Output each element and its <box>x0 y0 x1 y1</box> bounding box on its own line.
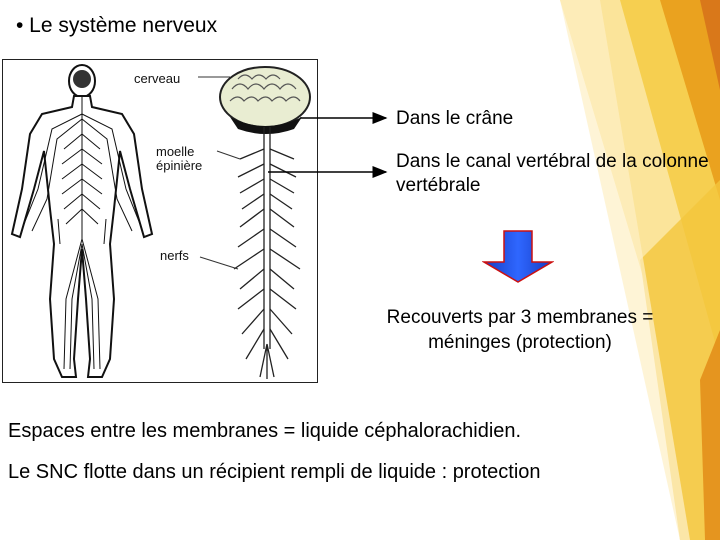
label-spinal-cord-line1: moelle <box>155 144 196 159</box>
text-meninges: Recouverts par 3 membranes = méninges (p… <box>348 305 692 355</box>
text-cerebrospinal-fluid: Espaces entre les membranes = liquide cé… <box>8 420 522 442</box>
down-arrow-icon <box>482 230 554 283</box>
text-meninges-line2: méninges (protection) <box>428 332 612 353</box>
text-cranium: Dans le crâne <box>396 108 514 129</box>
text-spinal-canal: Dans le canal vertébral de la colonne ve… <box>396 151 709 196</box>
nervous-system-figure: cerveau moelle épinière nerfs <box>2 59 318 383</box>
label-brain: cerveau <box>133 71 182 86</box>
nervous-system-illustration <box>2 59 318 383</box>
label-spinal-cord-line2: épinière <box>155 158 204 173</box>
text-meninges-line1: Recouverts par 3 membranes = <box>386 307 654 328</box>
slide-title: • Le système nerveux <box>16 14 218 37</box>
label-nerves: nerfs <box>159 248 190 263</box>
text-cns-floats: Le SNC flotte dans un récipient rempli d… <box>8 461 541 483</box>
